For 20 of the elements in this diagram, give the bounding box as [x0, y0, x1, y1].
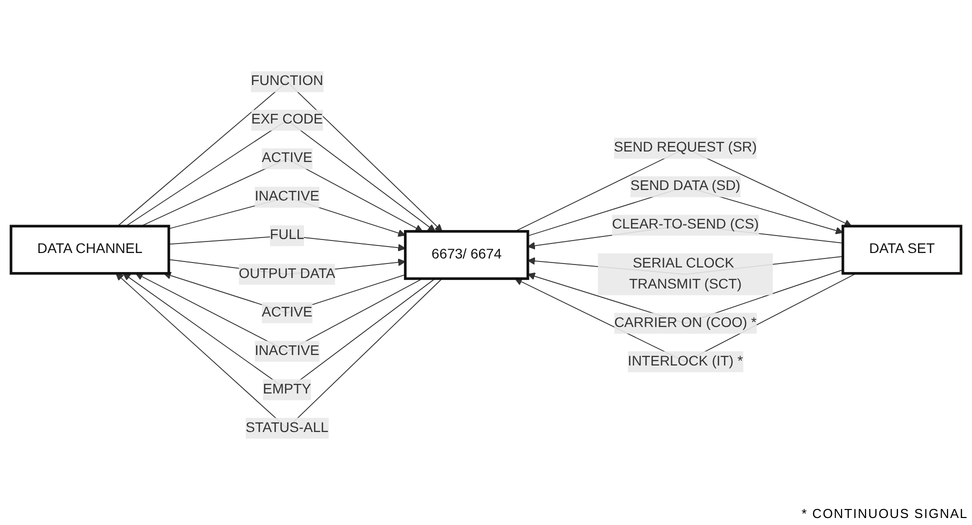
edge-label: ACTIVE	[262, 304, 312, 320]
edge-label: CLEAR-TO-SEND (CS)	[612, 217, 759, 232]
edge-label: OUTPUT DATA	[238, 266, 336, 282]
edge-label: INACTIVE	[254, 343, 320, 358]
edge-label: ACTIVE	[262, 150, 312, 166]
edge-label: SEND DATA (SD)	[630, 178, 740, 194]
edge-label: EXF CODE	[251, 112, 323, 128]
edge-label: CARRIER ON (COO) *	[614, 315, 757, 330]
edge-label: INACTIVE	[254, 189, 320, 204]
node-box: DATA SET	[842, 224, 962, 275]
node-box: 6673/ 6674	[404, 230, 530, 280]
edge-label: INTERLOCK (IT) *	[628, 354, 743, 369]
edge-label: SERIAL CLOCK TRANSMIT (SCT)	[629, 256, 742, 292]
footnote: * CONTINUOUS SIGNAL	[802, 506, 968, 521]
edge-label: EMPTY	[262, 382, 312, 397]
edge-label: FUNCTION	[250, 74, 324, 89]
edge-label: FULL	[270, 228, 304, 243]
edge-label: STATUS-ALL	[246, 420, 328, 436]
edge-label: SEND REQUEST (SR)	[614, 140, 757, 156]
node-box: DATA CHANNEL	[10, 224, 170, 275]
